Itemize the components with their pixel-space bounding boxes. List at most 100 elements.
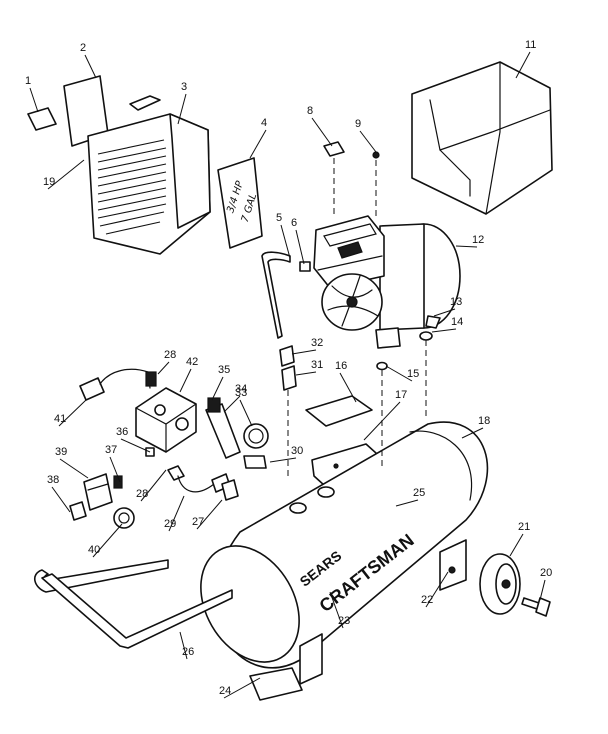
- tank-gauge: [243, 423, 269, 449]
- cooling-fan: [321, 273, 383, 331]
- callout-leader-23: [329, 591, 344, 629]
- callout-number-19: 19: [43, 176, 55, 188]
- callout-number-23: 23: [338, 615, 350, 627]
- drain-valve: [243, 455, 267, 469]
- callout-number-6: 6: [291, 217, 297, 229]
- hose-assembly: [167, 465, 239, 501]
- label-plate: [27, 107, 57, 131]
- callout-number-5: 5: [276, 212, 282, 224]
- mount-bolt: [376, 315, 441, 371]
- callout-number-3: 3: [181, 81, 187, 93]
- callout-leader-25: [395, 499, 419, 507]
- wheel: [479, 553, 521, 615]
- callout-number-8: 8: [307, 105, 313, 117]
- callout-leader-5: [280, 224, 291, 259]
- callout-number-1: 1: [25, 75, 31, 87]
- callout-number-17: 17: [395, 389, 407, 401]
- callout-leader-26: [179, 631, 188, 660]
- callout-number-12: 12: [472, 234, 484, 246]
- callout-leader-40: [92, 523, 123, 558]
- callout-leader-11: [515, 51, 531, 79]
- callout-number-18: 18: [478, 415, 490, 427]
- callout-leader-20: [539, 579, 546, 601]
- callout-leader-16: [339, 372, 357, 403]
- callout-leader-24: [223, 677, 261, 699]
- motor-pump-assembly: [313, 215, 461, 349]
- callout-number-29: 29: [164, 518, 176, 530]
- assembly-lines: [287, 158, 427, 480]
- callout-leader-1: [29, 87, 39, 113]
- callout-leader-3: [177, 93, 187, 125]
- callout-leader-18: [461, 427, 484, 439]
- callout-number-41: 41: [54, 413, 66, 425]
- callout-leader-28: [157, 361, 170, 375]
- front-shroud: [87, 95, 211, 255]
- callout-leader-34: [223, 395, 241, 413]
- callout-number-27: 27: [192, 516, 204, 528]
- callout-leader-2: [84, 54, 97, 79]
- callout-leader-4: [249, 129, 267, 159]
- outlet-tube: [261, 251, 291, 339]
- callout-number-9: 9: [355, 118, 361, 130]
- callout-number-16: 16: [335, 360, 347, 372]
- callout-leader-42: [179, 368, 192, 393]
- callout-leader-12: [455, 245, 478, 248]
- head-nut: [372, 151, 380, 159]
- callout-leader-27: [196, 499, 223, 530]
- tube-fitting: [299, 261, 311, 272]
- callout-number-22: 22: [421, 594, 433, 606]
- power-cord: [79, 368, 157, 401]
- callout-leader-17: [363, 401, 401, 441]
- callout-leader-19: [47, 159, 85, 190]
- callout-number-38: 38: [47, 474, 59, 486]
- callout-number-42: 42: [186, 356, 198, 368]
- callout-leader-13: [433, 308, 456, 317]
- callout-leader-6: [295, 229, 305, 265]
- pump-fittings: [279, 345, 297, 391]
- axle-bolt: [521, 597, 551, 617]
- callout-leader-9: [359, 130, 377, 153]
- callout-leader-28: [140, 469, 167, 502]
- callout-number-28: 28: [164, 349, 176, 361]
- callout-number-28: 28: [136, 488, 148, 500]
- callout-number-2: 2: [80, 42, 86, 54]
- callout-leader-15: [385, 365, 413, 382]
- callout-leader-39: [59, 458, 89, 479]
- outlet-gauge: [113, 507, 135, 529]
- callout-leader-21: [509, 533, 524, 557]
- tank-feet: [249, 539, 467, 701]
- callout-number-25: 25: [413, 487, 425, 499]
- callout-number-34: 34: [235, 383, 247, 395]
- callout-leader-14: [431, 328, 457, 333]
- callout-leader-31: [295, 371, 317, 376]
- callout-number-35: 35: [218, 364, 230, 376]
- valve-gasket: [323, 141, 345, 157]
- callout-number-26: 26: [182, 646, 194, 658]
- callout-leader-33: [239, 399, 253, 427]
- callout-number-32: 32: [311, 337, 323, 349]
- callout-number-30: 30: [291, 445, 303, 457]
- callout-leader-29: [168, 495, 185, 532]
- callout-leader-35: [211, 376, 224, 401]
- callout-number-13: 13: [450, 296, 462, 308]
- shroud-grille: [97, 139, 167, 235]
- callout-number-14: 14: [451, 316, 463, 328]
- callout-number-40: 40: [88, 544, 100, 556]
- regulator: [69, 473, 113, 521]
- air-tank: SEARS CRAFTSMAN: [200, 421, 489, 669]
- callout-number-21: 21: [518, 521, 530, 533]
- callout-leader-8: [311, 117, 333, 147]
- rear-shroud: [411, 61, 553, 215]
- callout-number-39: 39: [55, 446, 67, 458]
- callout-number-33: 33: [235, 387, 247, 399]
- callout-number-37: 37: [105, 444, 117, 456]
- callout-leader-30: [269, 457, 297, 463]
- callout-leader-32: [291, 349, 317, 355]
- callout-leader-36: [120, 438, 151, 453]
- callout-leader-22: [425, 571, 449, 608]
- hp-decal: 3/4 HP 7 GAL: [217, 157, 263, 249]
- callout-leader-38: [51, 486, 71, 513]
- callout-number-11: 11: [525, 39, 536, 51]
